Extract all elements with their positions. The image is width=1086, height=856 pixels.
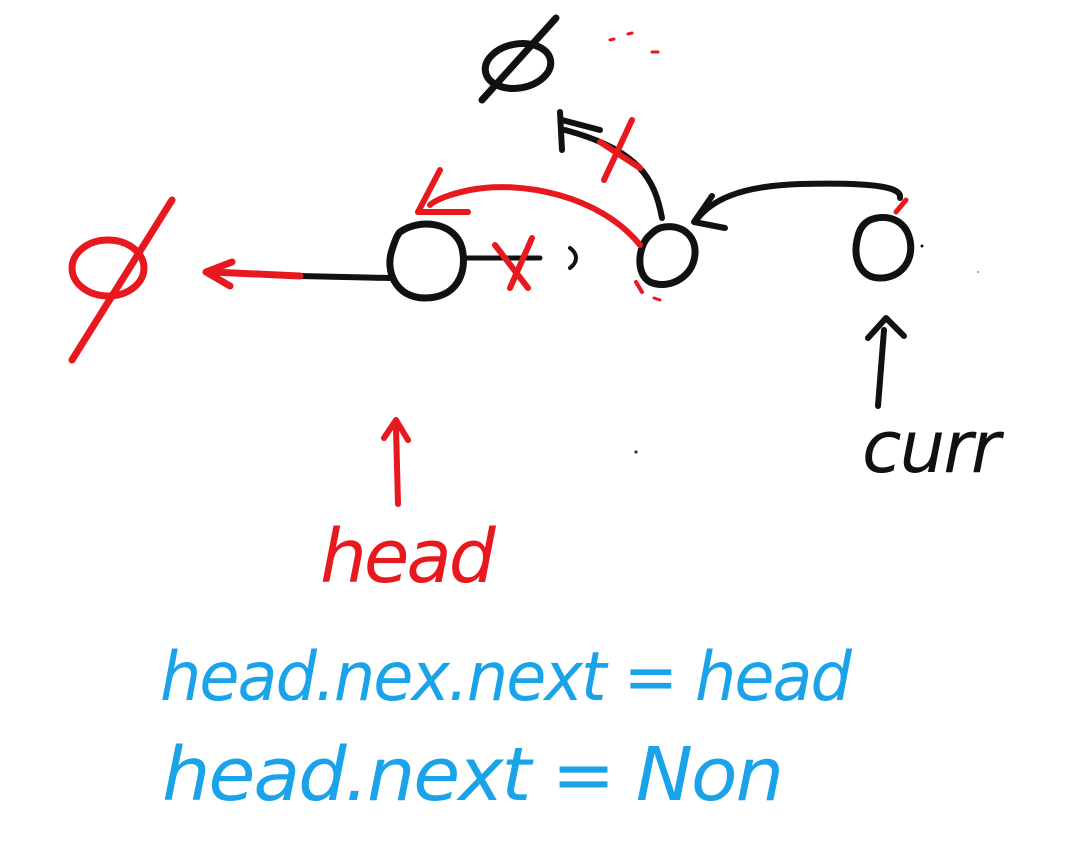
head-pointer-arrow: [381, 417, 411, 507]
stray-dot-2: [977, 271, 979, 273]
stray-dot: [634, 450, 638, 454]
head-label: head: [320, 514, 497, 600]
crossed-link-node1-to-node2: [463, 235, 578, 291]
curr-label: curr: [862, 405, 1005, 489]
curr-pointer-arrow: [865, 315, 907, 409]
null-symbol-left: [68, 196, 176, 364]
code-line-1: head.nex.next = head: [160, 638, 853, 717]
list-node-3: [852, 197, 924, 282]
list-node-2: [636, 223, 699, 288]
arrow-node2-to-null-top: [557, 109, 665, 221]
list-node-1: [386, 220, 467, 302]
stray-marks-top: [608, 31, 660, 54]
code-line-2: head.next = Non: [162, 732, 782, 818]
null-symbol-top: [478, 14, 560, 104]
arrow-node2-to-node1: [415, 167, 662, 302]
arrow-node3-to-node2: [691, 180, 904, 231]
arrow-node1-to-null-left: [202, 258, 393, 290]
